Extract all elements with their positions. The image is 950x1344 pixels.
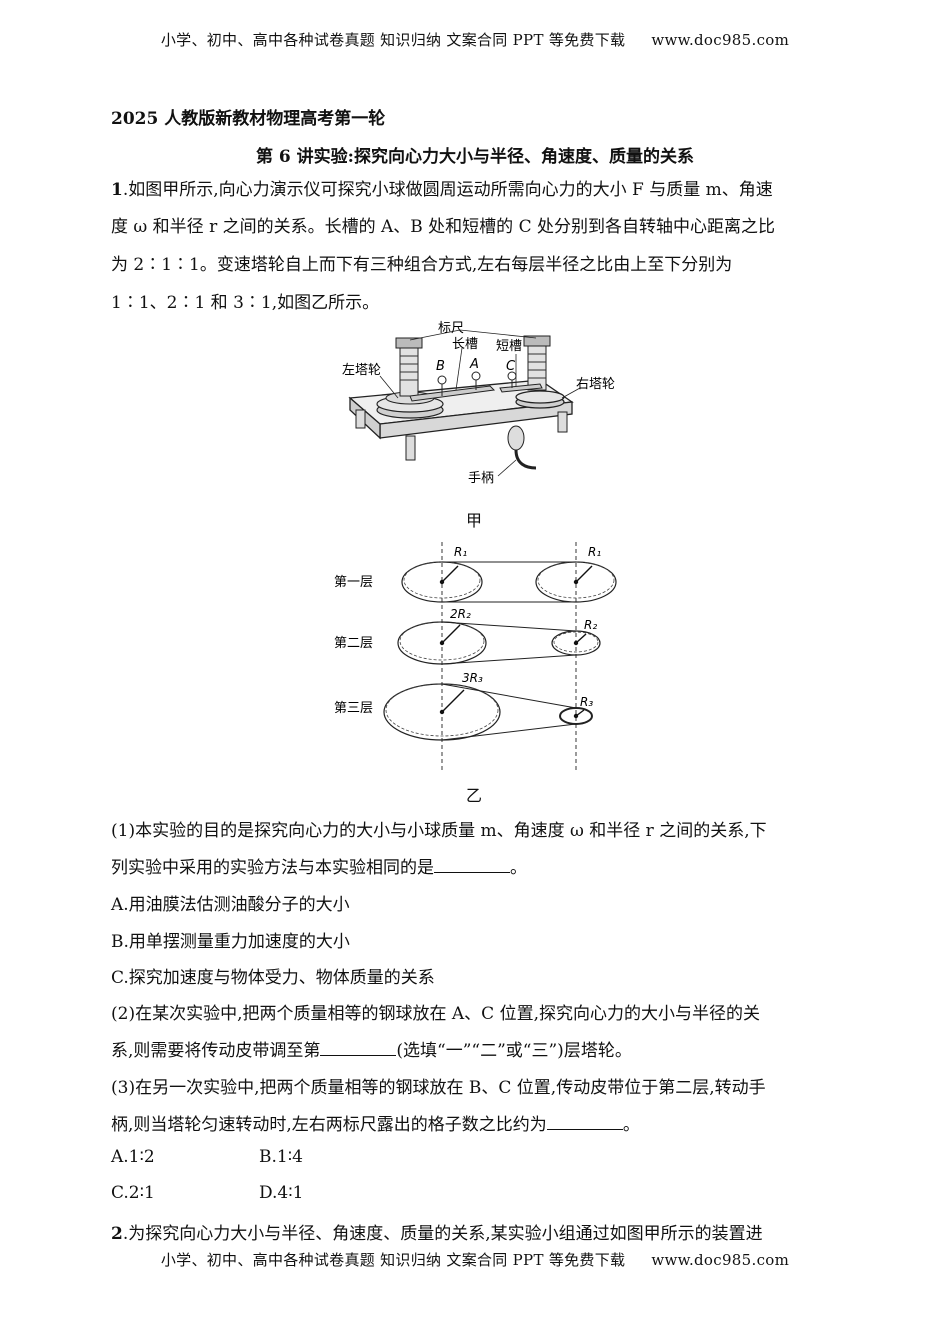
document-title: 2025 人教版新教材物理高考第一轮 <box>111 109 386 129</box>
radius-right-3: R₃ <box>580 695 593 709</box>
sub3-line-1: (3)在另一次实验中,把两个质量相等的钢球放在 B、C 位置,传动皮带位于第二层… <box>111 1078 766 1098</box>
layer-label-1: 第一层 <box>334 575 373 590</box>
q1-line-1: 1.如图甲所示,向心力演示仪可探究小球做圆周运动所需向心力的大小 F 与质量 m… <box>111 175 773 200</box>
q2-number: 2 <box>111 1224 123 1244</box>
lecture-title: 第 6 讲实验:探究向心力大小与半径、角速度、质量的关系 <box>256 147 694 167</box>
footer-text: 小学、初中、高中各种试卷真题 知识归纳 文案合同 PPT 等免费下载 <box>160 1251 626 1269</box>
sub1-line-1: (1)本实验的目的是探究向心力的大小与小球质量 m、角速度 ω 和半径 r 之间… <box>111 821 767 841</box>
sub1-option-b: B.用单摆测量重力加速度的大小 <box>111 932 350 952</box>
figure-caption-jia: 甲 <box>466 511 483 530</box>
label-C: C <box>506 359 516 374</box>
label-B: B <box>436 359 445 374</box>
layer-label-3: 第三层 <box>334 701 373 716</box>
sub3-option-b: B.1∶4 <box>259 1147 303 1167</box>
sub2-line-2: 系,则需要将传动皮带调至第 (选填“一”“二”或“三”)层塔轮。 <box>111 1036 632 1061</box>
radius-right-2: R₂ <box>584 618 597 632</box>
sub3-option-a: A.1∶2 <box>111 1147 155 1167</box>
radius-left-1: R₁ <box>454 545 467 559</box>
figure-apparatus: 标尺 长槽 短槽 左塔轮 右塔轮 手柄 B A C <box>342 321 615 486</box>
figure-caption-yi: 乙 <box>466 786 483 805</box>
sub3-option-c: C.2∶1 <box>111 1183 155 1203</box>
sub2-text: 系,则需要将传动皮带调至第 <box>111 1041 321 1061</box>
figure-pulleys: 第一层 第二层 第三层 R₁ R₁ 2R₂ R₂ 3R₃ R₃ <box>334 542 617 770</box>
label-short-slot: 短槽 <box>496 339 522 354</box>
label-left-wheel: 左塔轮 <box>342 363 381 378</box>
q2-line-1: 2.为探究向心力大小与半径、角速度、质量的关系,某实验小组通过如图甲所示的装置进 <box>111 1219 763 1244</box>
sub1-option-c: C.探究加速度与物体受力、物体质量的关系 <box>111 968 435 988</box>
label-ruler: 标尺 <box>438 321 464 336</box>
sub2-line-1: (2)在某次实验中,把两个质量相等的钢球放在 A、C 位置,探究向心力的大小与半… <box>111 1004 760 1024</box>
header-text: 小学、初中、高中各种试卷真题 知识归纳 文案合同 PPT 等免费下载 <box>160 31 626 49</box>
q1-number: 1 <box>111 180 123 200</box>
sub1-line-2: 列实验中采用的实验方法与本实验相同的是 。 <box>111 853 527 878</box>
sub2-end: (选填“一”“二”或“三”)层塔轮。 <box>396 1041 632 1061</box>
radius-left-3: 3R₃ <box>462 671 483 685</box>
sub1-end: 。 <box>510 858 527 878</box>
q1-line-4: 1∶1、2∶1 和 3∶1,如图乙所示。 <box>111 293 380 313</box>
layer-label-2: 第二层 <box>334 636 373 651</box>
radius-left-2: 2R₂ <box>450 607 471 621</box>
sub1-answer-blank[interactable] <box>434 858 510 873</box>
label-long-slot: 长槽 <box>452 337 478 352</box>
sub3-text: 柄,则当塔轮匀速转动时,左右两标尺露出的格子数之比约为 <box>111 1115 547 1135</box>
sub3-answer-blank[interactable] <box>546 1115 623 1130</box>
label-handle: 手柄 <box>468 471 494 486</box>
header-url[interactable]: www.doc985.com <box>651 31 790 49</box>
sub1-text: 列实验中采用的实验方法与本实验相同的是 <box>111 858 434 878</box>
page-footer: 小学、初中、高中各种试卷真题 知识归纳 文案合同 PPT 等免费下载 www.do… <box>0 1249 950 1270</box>
label-A: A <box>469 357 479 372</box>
q1-line-2: 度 ω 和半径 r 之间的关系。长槽的 A、B 处和短槽的 C 处分别到各自转轴… <box>111 217 775 237</box>
sub3-line-2: 柄,则当塔轮匀速转动时,左右两标尺露出的格子数之比约为 。 <box>111 1110 640 1135</box>
q1-line-3: 为 2∶1∶1。变速塔轮自上而下有三种组合方式,左右每层半径之比由上至下分别为 <box>111 255 733 275</box>
sub3-end: 。 <box>622 1115 640 1135</box>
radius-right-1: R₁ <box>588 545 601 559</box>
page-header: 小学、初中、高中各种试卷真题 知识归纳 文案合同 PPT 等免费下载 www.do… <box>0 29 950 50</box>
sub1-option-a: A.用油膜法估测油酸分子的大小 <box>111 895 350 915</box>
label-right-wheel: 右塔轮 <box>576 377 615 392</box>
q2-text: .为探究向心力大小与半径、角速度、质量的关系,某实验小组通过如图甲所示的装置进 <box>122 1224 763 1244</box>
sub2-answer-blank[interactable] <box>320 1041 397 1056</box>
sub3-option-d: D.4∶1 <box>259 1183 304 1203</box>
footer-url[interactable]: www.doc985.com <box>651 1251 790 1269</box>
q1-text-1: .如图甲所示,向心力演示仪可探究小球做圆周运动所需向心力的大小 F 与质量 m、… <box>122 180 773 200</box>
